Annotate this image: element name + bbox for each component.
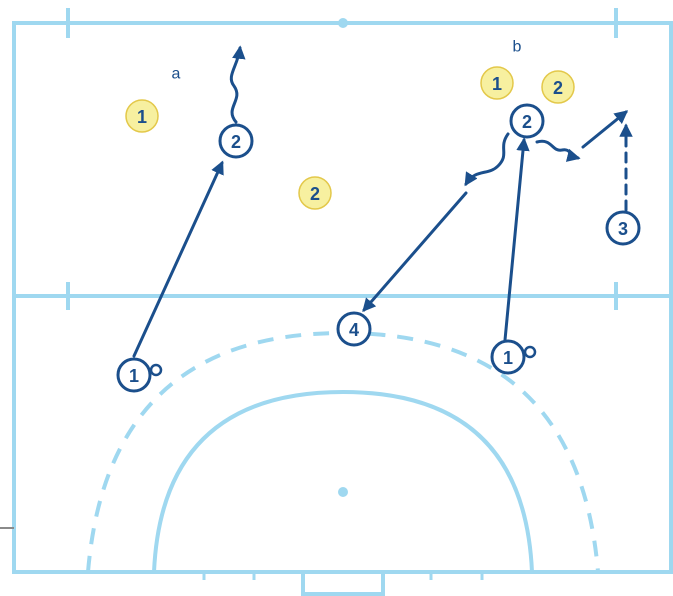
attacker-number: 2 — [231, 132, 241, 152]
attacker-2-b: 2 — [509, 103, 545, 139]
attacker-number: 1 — [503, 348, 513, 368]
goal-area-line — [152, 389, 534, 573]
attacker-marker — [336, 311, 372, 347]
arrow-icon — [581, 110, 629, 149]
ball-icon — [149, 363, 163, 377]
wavy-arrow-icon — [535, 139, 581, 162]
defender-marker — [541, 70, 575, 104]
defender-2-a: 2 — [298, 176, 332, 210]
attacker-marker — [509, 103, 545, 139]
attackers: 2 1 2 3 4 1 — [116, 103, 641, 393]
defender-marker — [480, 66, 514, 100]
penalty-mark — [338, 487, 348, 497]
attacker-1-a: 1 — [116, 357, 163, 393]
goal — [301, 570, 385, 596]
attacker-number: 3 — [618, 219, 628, 239]
defender-number: 1 — [492, 74, 502, 94]
defender-2-b: 2 — [541, 70, 575, 104]
attacker-3-b: 3 — [605, 210, 641, 246]
attacker-number: 4 — [349, 320, 359, 340]
arrow-icon — [132, 160, 224, 358]
defender-marker — [125, 99, 159, 133]
ball-icon — [523, 345, 537, 359]
wavy-arrow-icon — [229, 45, 246, 124]
defender-number: 2 — [553, 78, 563, 98]
section-label-a: a — [172, 66, 181, 83]
center-mark-top — [338, 18, 348, 28]
defender-marker — [298, 176, 332, 210]
attacker-number: 1 — [129, 366, 139, 386]
movement-arrows — [132, 45, 633, 358]
attacker-4-b: 4 — [336, 311, 372, 347]
attacker-number: 2 — [522, 112, 532, 132]
defender-1-a: 1 — [125, 99, 159, 133]
free-throw-line — [86, 330, 600, 573]
attacker-marker — [490, 339, 526, 375]
attacker-1-b: 1 — [490, 339, 537, 375]
attacker-marker — [218, 123, 254, 159]
attacker-2-a: 2 — [218, 123, 254, 159]
attacker-marker — [605, 210, 641, 246]
defender-1-b: 1 — [480, 66, 514, 100]
arrow-icon — [362, 191, 468, 313]
defender-number: 2 — [310, 184, 320, 204]
section-label-b: b — [513, 39, 522, 56]
attacker-marker — [116, 357, 152, 393]
wavy-arrow-icon — [464, 132, 510, 187]
defender-number: 1 — [137, 107, 147, 127]
arrow-icon — [503, 137, 530, 342]
